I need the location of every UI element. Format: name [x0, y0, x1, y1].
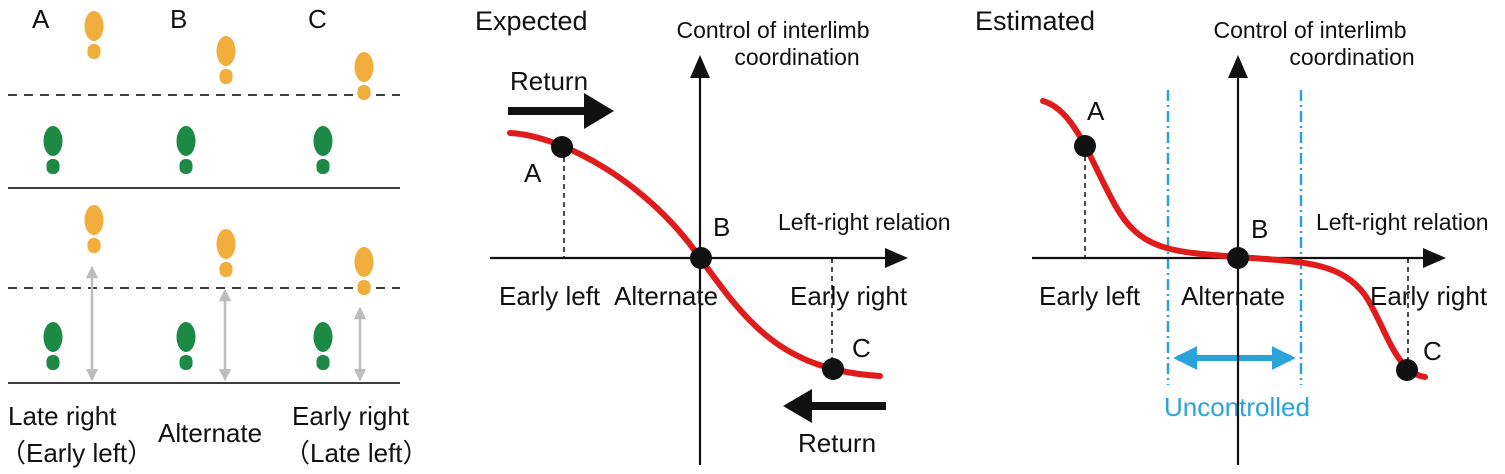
left-footprint-icon — [43, 126, 63, 174]
right-footprint-icon — [354, 247, 374, 295]
expected-panel: Expected Control of interlimb coordinati… — [475, 6, 951, 465]
x-axis-label: Left-right relation — [778, 209, 951, 235]
column-label-b: B — [170, 4, 187, 34]
left-footprint-icon — [313, 322, 333, 370]
tick-label-early-right: Early right — [1370, 281, 1488, 311]
right-footprint-icon — [84, 205, 104, 253]
left-footprint-icon — [176, 126, 196, 174]
footprint-panel: A B C Late right （Early left） Alternate … — [0, 4, 429, 468]
tick-label-early-left: Early left — [499, 281, 601, 311]
label-late-left-paren: （Late left） — [284, 438, 429, 468]
left-footprint-icon — [176, 322, 196, 370]
point-c — [1396, 359, 1418, 381]
return-arrowhead-right — [584, 93, 614, 129]
point-label-c: C — [1423, 336, 1442, 366]
column-label-c: C — [308, 4, 327, 34]
tick-label-early-right: Early right — [790, 281, 908, 311]
return-arrowhead-left — [783, 389, 812, 423]
point-label-b: B — [1251, 214, 1268, 244]
right-footprint-icon — [84, 11, 104, 59]
point-a — [1074, 135, 1096, 157]
y-axis-label: Control of interlimb — [676, 17, 869, 43]
point-label-b: B — [713, 212, 730, 242]
label-early-right: Early right — [292, 401, 410, 431]
y-axis-label: Control of interlimb — [1213, 17, 1406, 43]
point-b — [690, 247, 712, 269]
tick-label-alternate: Alternate — [1181, 281, 1285, 311]
return-label-top: Return — [510, 66, 588, 96]
estimated-title: Estimated — [975, 6, 1095, 36]
y-axis-label-line2: coordination — [1289, 44, 1414, 70]
point-c — [822, 358, 844, 380]
point-label-a: A — [1087, 96, 1105, 126]
right-footprint-icon — [216, 229, 236, 277]
left-footprint-icon — [313, 126, 333, 174]
label-early-left-paren: （Early left） — [0, 438, 153, 468]
column-label-a: A — [32, 4, 50, 34]
x-axis-arrowhead — [1423, 248, 1446, 268]
tick-label-alternate: Alternate — [614, 281, 718, 311]
point-label-c: C — [852, 333, 871, 363]
tick-label-early-left: Early left — [1039, 281, 1141, 311]
x-axis-arrowhead — [885, 248, 908, 268]
right-footprint-icon — [216, 36, 236, 84]
label-late-right: Late right — [8, 401, 117, 431]
estimated-curve — [1040, 98, 1428, 380]
return-label-bottom: Return — [798, 428, 876, 458]
expected-title: Expected — [475, 6, 588, 36]
estimated-panel: Estimated Control of interlimb coordinat… — [975, 6, 1489, 465]
point-label-a: A — [524, 158, 542, 188]
x-axis-label: Left-right relation — [1316, 209, 1489, 235]
left-footprint-icon — [43, 322, 63, 370]
right-footprint-icon — [354, 52, 374, 100]
y-axis-label-line2: coordination — [734, 44, 859, 70]
y-axis-arrowhead — [690, 55, 710, 78]
point-a — [551, 136, 573, 158]
point-b — [1227, 247, 1249, 269]
y-axis-arrowhead — [1228, 55, 1248, 78]
label-alternate: Alternate — [158, 418, 262, 448]
